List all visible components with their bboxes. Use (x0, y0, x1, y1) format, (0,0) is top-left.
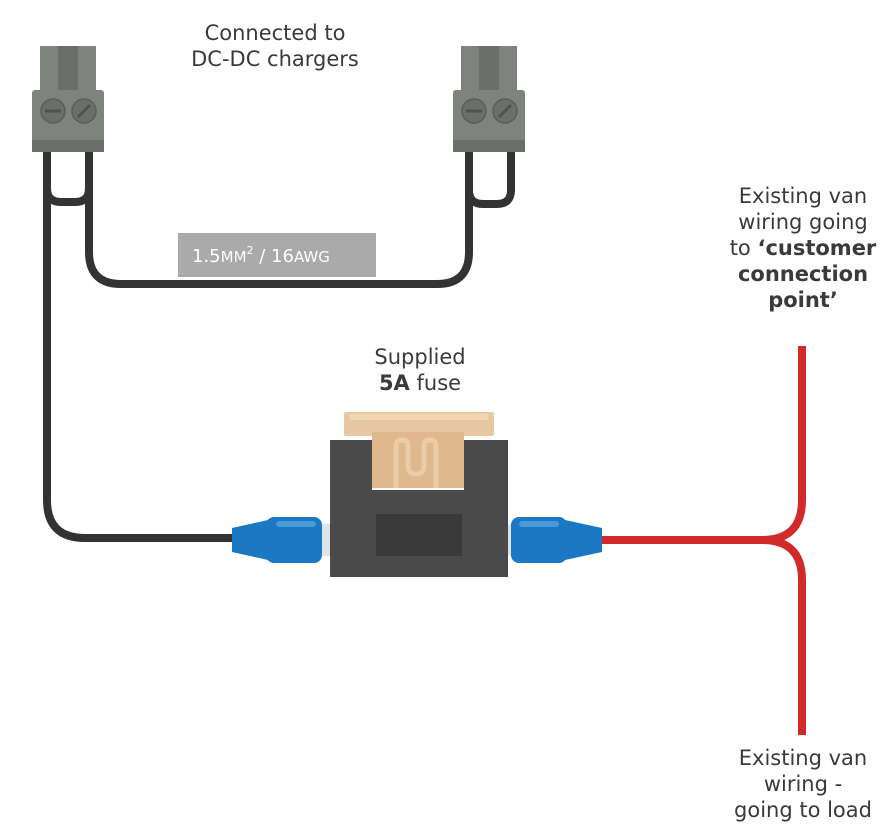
customer-label-line2: wiring going (738, 210, 868, 234)
wire-gauge-tag (178, 233, 376, 277)
fuse-rating: 5A (378, 371, 410, 395)
screw-icon (40, 98, 66, 124)
screw-icon (71, 98, 97, 124)
right-wire-loop (465, 150, 515, 208)
fuse-word: fuse (409, 371, 462, 395)
black-wire-to-fuse (43, 146, 236, 542)
load-label-line3: going to load (734, 798, 872, 822)
left-wire-loop (43, 150, 93, 206)
customer-label-line4: connection (737, 262, 869, 286)
fuse-label-line1: Supplied (374, 345, 466, 369)
customer-label-line3: to ‘customer (729, 236, 877, 260)
red-wire-to-load (761, 536, 806, 735)
chargers-label-line2: DC-DC chargers (191, 47, 359, 71)
load-label-line1: Existing van (738, 746, 868, 770)
fuse-label-line2: 5A fuse (330, 370, 510, 396)
wire-gauge-text: 1.5MM2 / 16AWG (192, 244, 330, 267)
fuse-blade (344, 412, 494, 488)
customer-label-line5: point’ (768, 288, 838, 312)
screw-icon (492, 98, 518, 124)
fuse-label: Supplied 5A fuse (330, 344, 510, 396)
load-label: Existing van wiring - going to load (710, 745, 896, 823)
chargers-label-line1: Connected to (204, 21, 346, 45)
right-terminal-connector (453, 46, 525, 152)
load-label-line2: wiring - (763, 772, 843, 796)
left-crimp-terminal (232, 517, 332, 563)
left-terminal-connector (32, 46, 104, 152)
red-wire-main (600, 346, 806, 544)
right-crimp-terminal (503, 517, 602, 563)
customer-connection-label: Existing van wiring going to ‘customer c… (710, 183, 896, 313)
chargers-label: Connected to DC-DC chargers (150, 20, 400, 72)
fuse-holder (330, 440, 508, 577)
bridge-wire (85, 146, 473, 288)
screw-icon (461, 98, 487, 124)
customer-label-line1: Existing van (738, 184, 868, 208)
fuse-holder-window (376, 514, 462, 556)
